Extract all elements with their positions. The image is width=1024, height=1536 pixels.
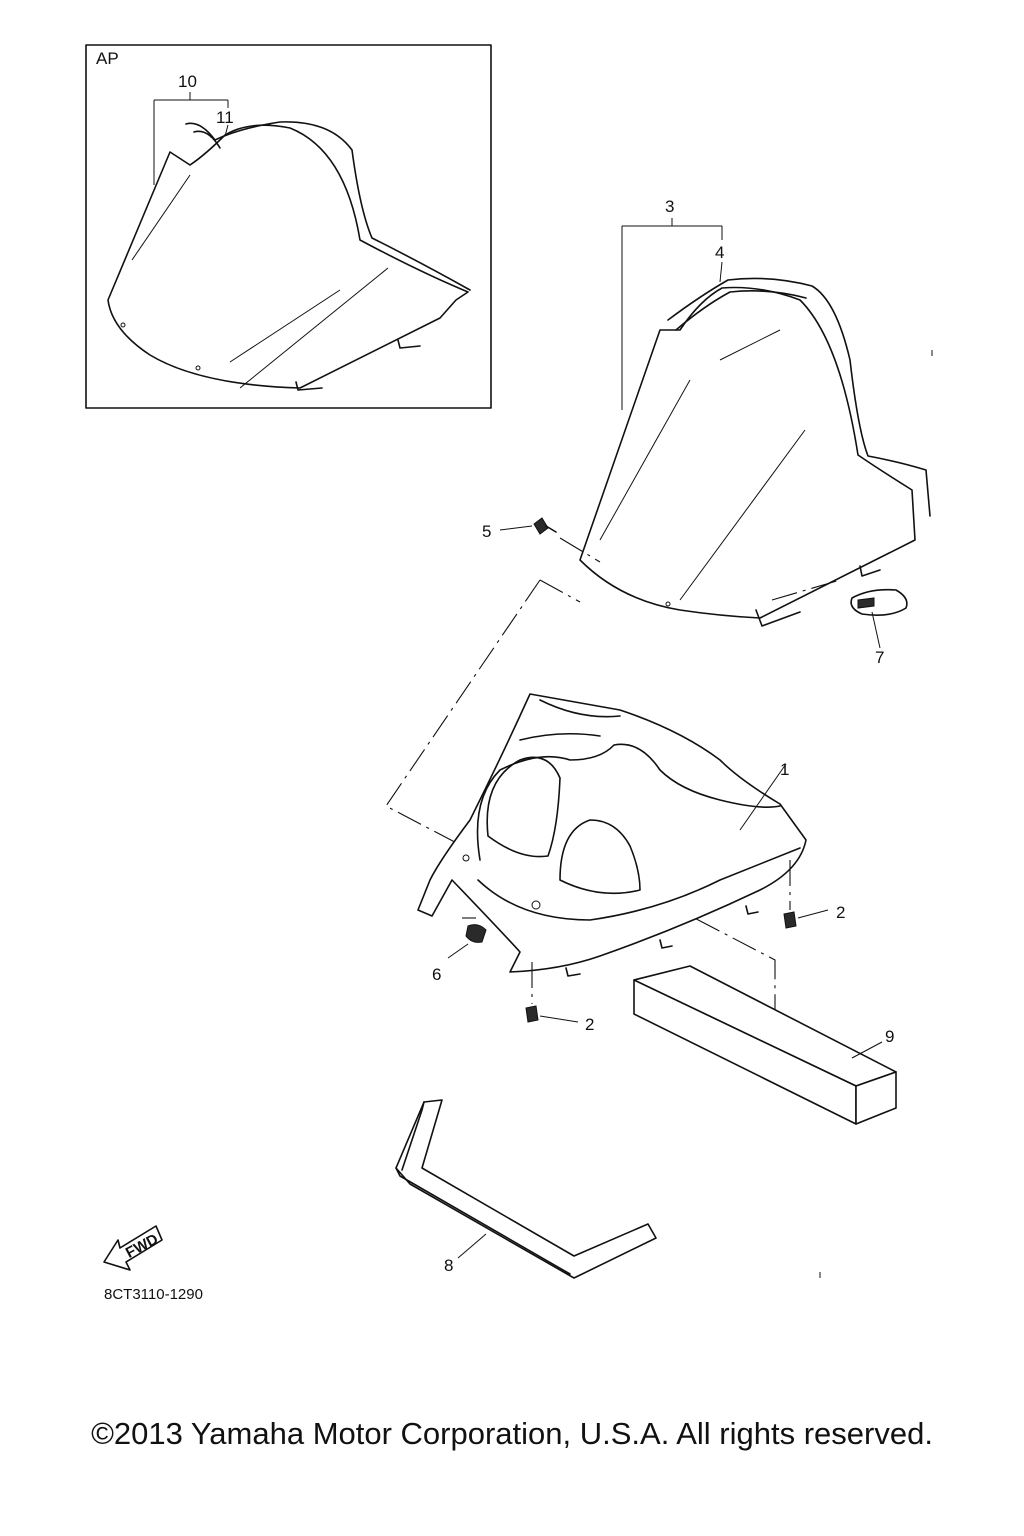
callout-11: 11	[216, 108, 234, 127]
grommet-6	[447, 917, 487, 959]
clip-7	[850, 588, 908, 649]
callout-8: 8	[444, 1256, 453, 1275]
alt-windshield-part	[107, 121, 471, 391]
callout-7: 7	[875, 648, 884, 667]
foam-block-9	[633, 965, 897, 1125]
fwd-arrow-icon: FWD	[103, 1225, 163, 1271]
trim-strip-8	[395, 1099, 657, 1279]
callout-5: 5	[482, 522, 491, 541]
windshield-part	[579, 277, 931, 627]
inset-label: AP	[96, 49, 119, 68]
bolt-2-right	[783, 860, 829, 929]
callout-4: 4	[715, 243, 724, 262]
diagram-code: 8CT3110-1290	[104, 1286, 203, 1303]
inset-ap-box: AP 10 11	[85, 44, 492, 409]
screw-5	[499, 517, 601, 563]
copyright-notice: ©2013 Yamaha Motor Corporation, U.S.A. A…	[91, 1416, 933, 1451]
cowl-part	[417, 693, 807, 977]
callout-1: 1	[780, 760, 789, 779]
callout-3: 3	[665, 197, 674, 216]
bolt-2-bottom	[525, 962, 579, 1023]
callout-9: 9	[885, 1027, 894, 1046]
callout-2-right: 2	[836, 903, 845, 922]
callout-6: 6	[432, 965, 441, 984]
windshield-bracket	[621, 218, 723, 410]
callout-2-bottom: 2	[585, 1015, 594, 1034]
callout-10: 10	[178, 72, 197, 91]
